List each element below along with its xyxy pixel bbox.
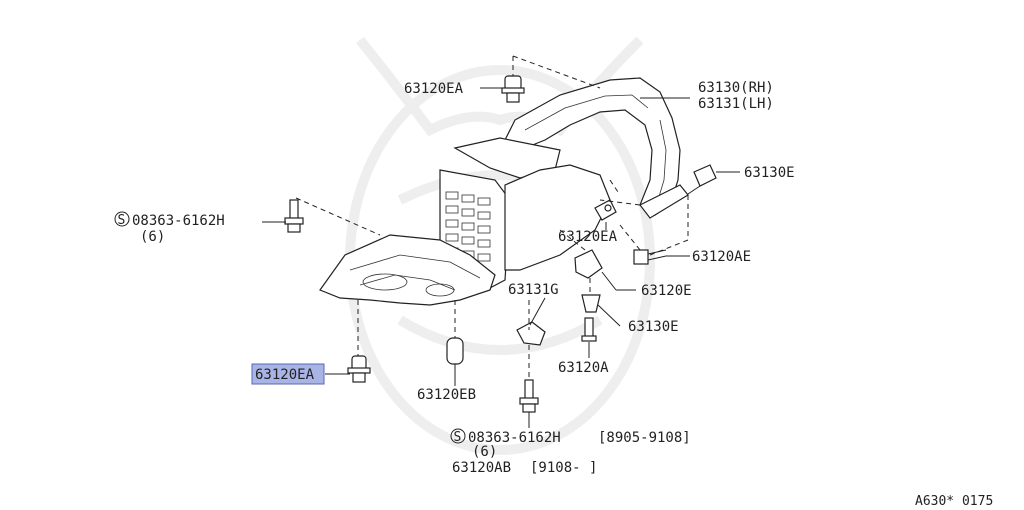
label-63131g: 63131G bbox=[508, 282, 559, 298]
clip-63120ea-mid bbox=[594, 199, 617, 221]
svg-text:63120EA: 63120EA bbox=[255, 367, 315, 383]
label-63120ae: 63120AE bbox=[692, 249, 751, 265]
figure-code: A630* 0175 bbox=[915, 494, 993, 509]
screw-63120a bbox=[581, 317, 597, 342]
svg-text:(6): (6) bbox=[140, 229, 165, 245]
label-63120ea-top: 63120EA bbox=[404, 81, 464, 97]
fender-liner bbox=[319, 77, 681, 306]
label-63120ea-mid: 63120EA bbox=[558, 229, 618, 245]
svg-text:08363-6162H: 08363-6162H bbox=[132, 213, 225, 229]
label-63120ab: 63120AB [9108- ] bbox=[452, 460, 597, 476]
bracket-63131g bbox=[516, 321, 546, 346]
clip-63120e bbox=[574, 249, 603, 279]
part-labels: 63120EA 63130(RH) 63131(LH) 63130E S 083… bbox=[114, 80, 993, 509]
label-63120e: 63120E bbox=[641, 283, 692, 299]
label-63130e-upper: 63130E bbox=[744, 165, 795, 181]
label-08363-bottom: S 08363-6162H [8905-9108] (6) bbox=[450, 428, 691, 460]
label-63130e-lower: 63130E bbox=[628, 319, 679, 335]
svg-text:63120AB: 63120AB bbox=[452, 460, 511, 476]
pin-63120eb bbox=[446, 337, 464, 380]
svg-text:08363-6162H: 08363-6162H bbox=[468, 430, 561, 446]
label-63130-rh: 63130(RH) bbox=[698, 80, 774, 96]
bolt-08363-left bbox=[284, 199, 304, 233]
svg-text:(6): (6) bbox=[472, 444, 497, 460]
circle-s-letter: S bbox=[118, 213, 126, 228]
bolt-08363-bottom bbox=[519, 379, 539, 413]
assembly-lines bbox=[295, 55, 689, 380]
clip-63120ea-lower bbox=[347, 355, 371, 383]
svg-text:[9108- ]: [9108- ] bbox=[530, 460, 597, 476]
circle-s-letter-bottom: S bbox=[454, 430, 462, 445]
label-08363-left: S 08363-6162H (6) bbox=[114, 211, 225, 245]
label-63120eb: 63120EB bbox=[417, 387, 476, 403]
leader-lines bbox=[262, 87, 740, 428]
label-63131-lh: 63131(LH) bbox=[698, 96, 774, 112]
clip-63120ea-top bbox=[501, 75, 525, 103]
bolt-63120ae bbox=[633, 249, 667, 265]
screw-63130e-upper bbox=[687, 164, 717, 195]
label-63120ea-highlight: 63120EA bbox=[251, 363, 325, 385]
svg-text:[8905-9108]: [8905-9108] bbox=[598, 430, 691, 446]
label-63120a: 63120A bbox=[558, 360, 609, 376]
grommet-63130e-lower bbox=[581, 294, 601, 313]
